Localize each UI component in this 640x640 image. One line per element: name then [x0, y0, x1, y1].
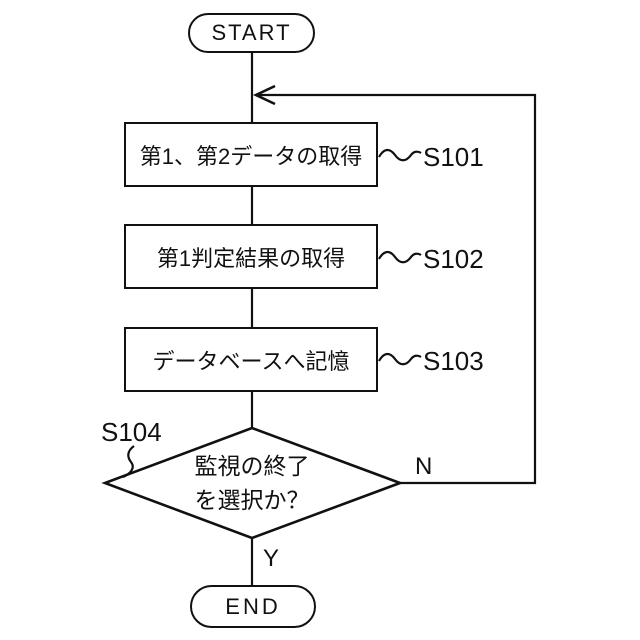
squiggle-s103	[378, 352, 422, 366]
branch-label-yes: Y	[263, 545, 280, 572]
step-label-s103: S103	[423, 346, 484, 376]
start-label: START	[211, 20, 292, 45]
process-box-s101: 第1、第2データの取得	[124, 122, 378, 187]
step-label-s102: S102	[423, 244, 484, 274]
squiggle-s101	[378, 148, 422, 162]
process-label-s101: 第1、第2データの取得	[139, 143, 363, 169]
arrowhead-left-icon	[252, 84, 276, 106]
process-label-s102: 第1判定結果の取得	[156, 245, 346, 271]
end-label: END	[225, 593, 281, 619]
process-box-s103: データベースへ記憶	[124, 327, 378, 392]
step-label-s104: S104	[101, 417, 162, 447]
decision-diamond-s104	[101, 426, 404, 540]
start-terminal: START	[188, 13, 315, 53]
squiggle-s104	[122, 445, 135, 479]
step-label-s101: S101	[423, 142, 484, 172]
loop-connector-no-branch	[259, 93, 537, 485]
decision-line-1: 監視の終了	[194, 453, 310, 479]
process-label-s103: データベースへ記憶	[152, 348, 350, 374]
process-box-s102: 第1判定結果の取得	[124, 224, 378, 289]
decision-line-2: を選択か？	[194, 487, 310, 513]
decision-text-s104: 監視の終了 を選択か？	[127, 449, 377, 517]
end-terminal: END	[190, 585, 316, 628]
branch-label-no: N	[415, 453, 433, 480]
squiggle-s102	[378, 250, 422, 264]
